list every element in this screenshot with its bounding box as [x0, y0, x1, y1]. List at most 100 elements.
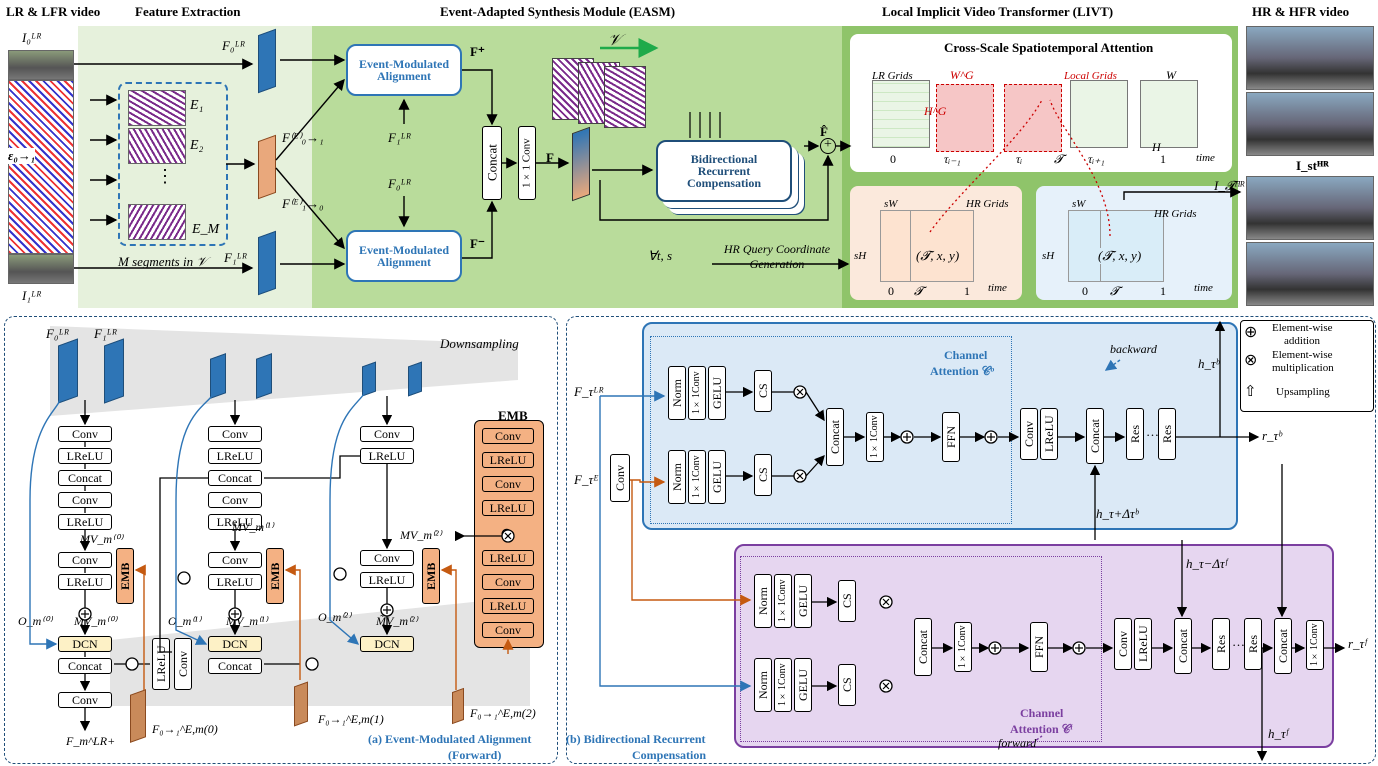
legend-up-icon: ⇧: [1244, 384, 1257, 400]
label-sh-1: sH: [854, 250, 867, 262]
add-node-easm: +: [820, 138, 836, 154]
label-time-csta: time: [1196, 152, 1215, 164]
label-e2: E₂: [190, 138, 204, 153]
l0-concat: Concat: [58, 470, 112, 486]
label-events: ε₀→₁: [8, 148, 36, 164]
label-coord-2: (𝓣, x, y): [1098, 248, 1142, 264]
l1-dcn: DCN: [208, 636, 262, 652]
caption-b-1: (b) Bidirectional Recurrent: [566, 732, 706, 746]
csta-title: Cross-Scale Spatiotemporal Attention: [944, 40, 1154, 55]
label-fe1: F₀→₁^E,m(1): [318, 712, 384, 726]
label-hg: H^G: [924, 104, 947, 118]
label-wg: W^G: [950, 68, 974, 82]
label-f0: F₀ᴸᴿ: [222, 38, 246, 53]
label-mv1: MV_m⁽¹⁾: [232, 520, 274, 534]
label-em: E_M: [192, 222, 220, 237]
l1-lrelu-2: LReLU: [208, 514, 262, 530]
l0-lrelu-1: LReLU: [58, 448, 112, 464]
output-frame-2: [1246, 92, 1374, 156]
label-f1-bl: F₁ᴸᴿ: [94, 326, 118, 341]
label-htf: h_τᶠ: [1268, 726, 1288, 741]
label-time-hr2: time: [1194, 282, 1213, 294]
header-output: HR & HFR video: [1252, 4, 1350, 19]
l1-concat-2: Concat: [208, 658, 262, 674]
ca-b-line1: Channel: [944, 348, 988, 362]
hr-grid-2b: [1100, 210, 1164, 282]
label-tcal-hr1: 𝓣: [914, 284, 924, 298]
ema-bottom-box: Event-Modulated Alignment: [346, 230, 462, 282]
legend-add-1: Element-wise: [1272, 322, 1333, 334]
b-res-dots: …: [1146, 424, 1159, 439]
caption-a-2: (Forward): [448, 748, 502, 762]
label-rtb: r_τᵇ: [1262, 428, 1282, 443]
l0-concat-2: Concat: [58, 658, 112, 674]
input-frame-1: [8, 254, 74, 284]
legend-mul-icon: ⊗: [1244, 352, 1258, 369]
l1-lrelu-1: LReLU: [208, 448, 262, 464]
event-volume-3: [604, 66, 646, 128]
segment-e1: [128, 90, 186, 126]
legend-add-icon: ⊕: [1244, 324, 1258, 341]
label-fm: F_m^LR+: [66, 734, 116, 748]
l0-conv-out: Conv: [58, 692, 112, 708]
input-frame-0: [8, 50, 74, 80]
lr-grid-3: [1140, 80, 1198, 148]
label-ftlr: F_τᴸᴿ: [574, 384, 604, 399]
label-fminus: F⁻: [470, 236, 485, 251]
emb-layer-7: LReLU: [482, 598, 534, 614]
header-feature-extraction: Feature Extraction: [135, 4, 241, 19]
event-stream-image: [8, 80, 74, 254]
label-h: H: [1152, 140, 1161, 154]
label-w: W: [1166, 68, 1176, 82]
label-isthr: I_stᴴᴿ: [1296, 158, 1329, 173]
segment-em: [128, 204, 186, 240]
l1-conv-1: Conv: [208, 426, 262, 442]
l0-lrelu-2: LReLU: [58, 514, 112, 530]
label-o0: O_m⁽⁰⁾: [18, 614, 53, 628]
label-ti: τᵢ: [1016, 152, 1023, 166]
caption-b-2: Compensation: [632, 748, 707, 762]
l0-lrelu-3: LReLU: [58, 574, 112, 590]
ema-detail-panel: [4, 316, 558, 764]
brc-box: Bidirectional Recurrent Compensation: [656, 140, 792, 202]
ca-f-line2: Attention 𝒞ᶠ: [1010, 722, 1073, 736]
label-fe0: F₀→₁^E,m(0): [152, 722, 218, 736]
lr-grid-2: [1070, 80, 1128, 148]
l1-conv-2: Conv: [208, 492, 262, 508]
label-f1: F₁ᴸᴿ: [224, 250, 248, 265]
label-t0: 0: [890, 152, 896, 166]
caption-a-1: (a) Event-Modulated Alignment: [368, 732, 532, 746]
label-t0-hr2: 0: [1082, 284, 1088, 298]
label-fe10: F⁽ᴱ⁾₁→₀: [282, 196, 324, 211]
label-t0-hr1: 0: [888, 284, 894, 298]
l1-lrelu-3: LReLU: [208, 574, 262, 590]
segment-e2: [128, 128, 186, 164]
label-mv2: MV_m⁽²⁾: [400, 528, 442, 542]
label-sh-2: sH: [1042, 250, 1055, 262]
label-sw-2: sW: [1072, 198, 1086, 210]
label-htdf: h_τ−Δτᶠ: [1186, 556, 1227, 571]
header-input: LR & LFR video: [6, 4, 101, 19]
ca-f-line1: Channel: [1020, 706, 1064, 720]
label-hrgrids-2: HR Grids: [1154, 208, 1197, 220]
label-t1-hr1: 1: [964, 284, 970, 298]
header-livt: Local Implicit Video Transformer (LIVT): [882, 4, 1114, 19]
l2-lrelu-1: LReLU: [360, 448, 414, 464]
emb-layer-5: LReLU: [482, 550, 534, 566]
label-e1: E₁: [190, 98, 204, 113]
brc-detail-panel: [566, 316, 1376, 764]
label-f0b: F₀ᴸᴿ: [388, 176, 412, 191]
f-res-dots: …: [1232, 634, 1245, 649]
label-t1: 1: [1160, 152, 1166, 166]
output-frame-1: [1246, 26, 1374, 90]
legend-up: Upsampling: [1276, 386, 1330, 398]
label-segments: M segments in 𝒱: [118, 254, 208, 269]
label-mv0: MV_m⁽⁰⁾: [80, 532, 123, 546]
label-htdb: h_τ+Δτᵇ: [1096, 506, 1139, 521]
legend-box: [1240, 320, 1374, 412]
l2-lrelu-2: LReLU: [360, 572, 414, 588]
header-easm: Event-Adapted Synthesis Module (EASM): [440, 4, 676, 19]
l0-conv-3: Conv: [58, 552, 112, 568]
label-forward: forward: [998, 736, 1037, 750]
